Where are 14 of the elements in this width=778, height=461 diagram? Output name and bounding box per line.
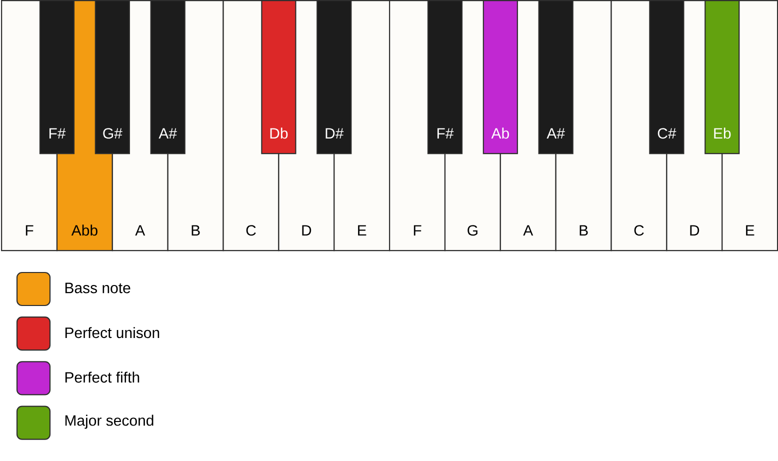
piano-key: F# bbox=[427, 0, 463, 154]
piano-key: A# bbox=[150, 0, 186, 154]
legend-label: Perfect unison bbox=[65, 327, 160, 338]
legend-label: Major second bbox=[65, 414, 154, 429]
legend-label: Perfect fifth bbox=[65, 372, 140, 383]
piano-key: G# bbox=[94, 0, 130, 154]
legend-label: Bass note bbox=[65, 282, 130, 294]
piano-key: Ab bbox=[482, 0, 518, 154]
piano-key: D# bbox=[316, 0, 352, 154]
piano-key: A# bbox=[538, 0, 574, 154]
piano-key: Db bbox=[261, 0, 296, 154]
piano-key: Eb bbox=[704, 0, 740, 154]
piano-key: C# bbox=[649, 0, 684, 154]
piano-key: F# bbox=[39, 0, 75, 154]
